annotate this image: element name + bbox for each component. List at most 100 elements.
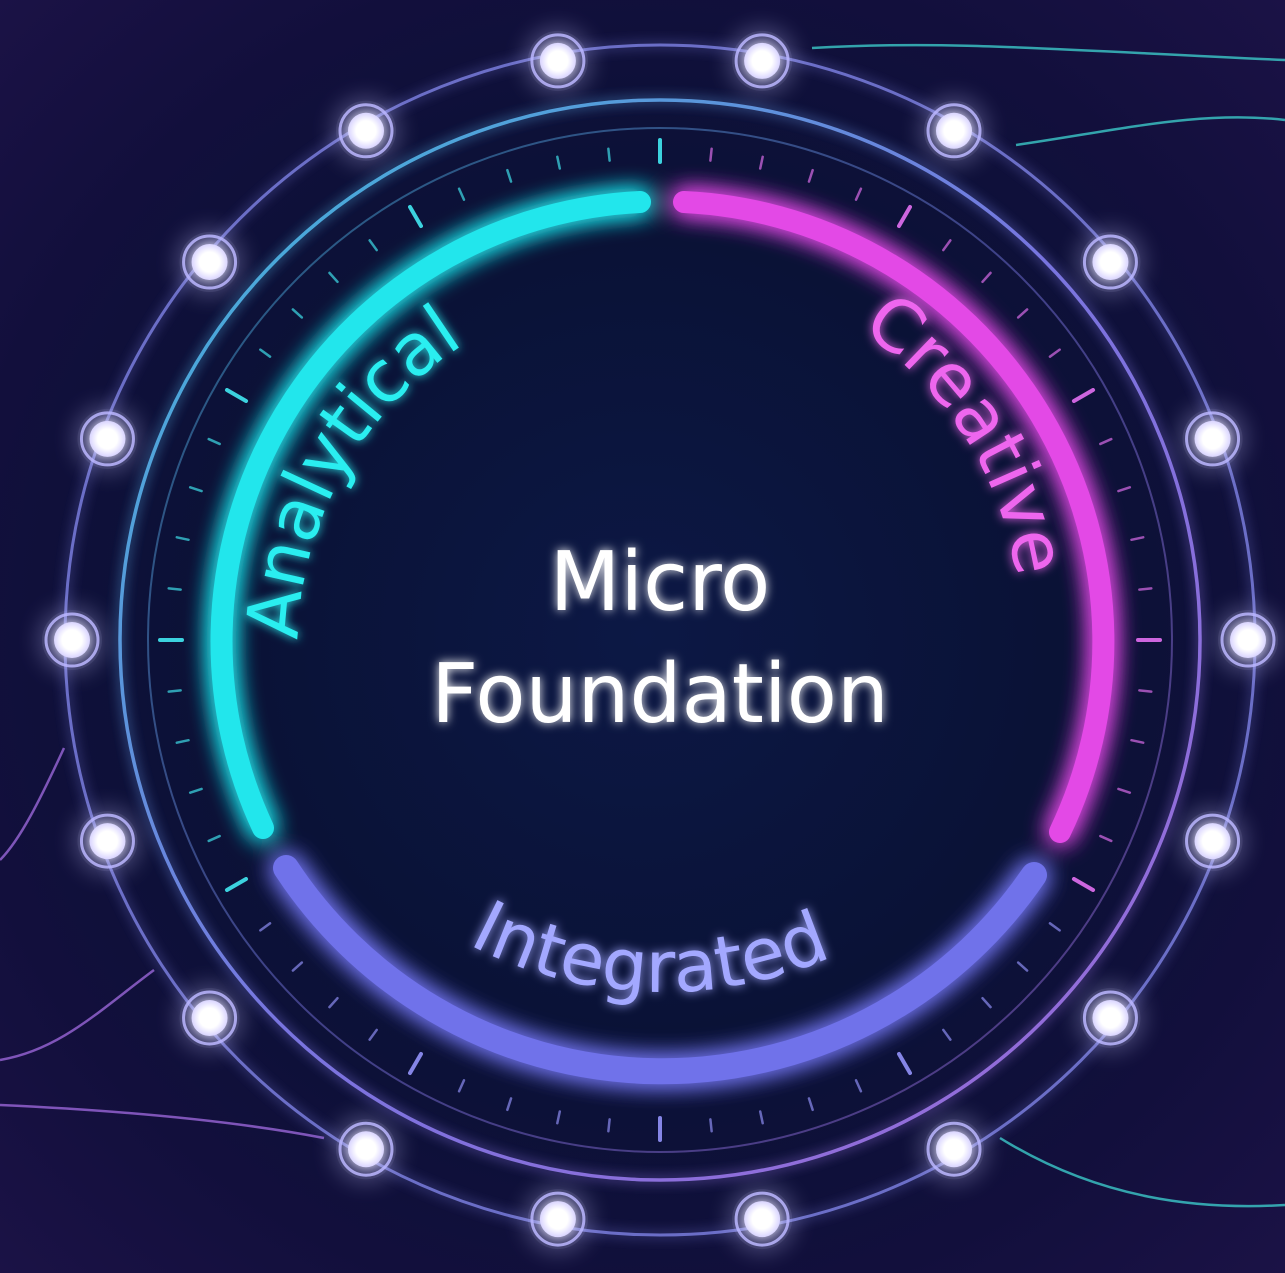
tick-mark — [175, 536, 190, 542]
node-ring — [1185, 411, 1241, 467]
ring-node — [179, 232, 240, 293]
connector-wire — [1015, 116, 1285, 147]
tick-mark — [259, 922, 272, 932]
tick-mark — [291, 961, 304, 972]
tick-mark — [942, 1028, 952, 1041]
ring-node — [77, 811, 138, 872]
node-core — [89, 823, 126, 860]
node-ring — [44, 612, 100, 668]
node-ring — [1220, 612, 1276, 668]
ring-node — [1080, 987, 1141, 1048]
ring-node — [732, 30, 793, 91]
node-core — [1230, 622, 1266, 658]
tick-mark — [897, 1051, 912, 1076]
ring-nodes — [42, 30, 1278, 1250]
ring-node — [1218, 610, 1278, 670]
tick-mark — [1016, 961, 1029, 972]
node-core — [1092, 244, 1129, 281]
node-core — [348, 1131, 384, 1168]
tick-mark — [188, 486, 203, 493]
tick-mark — [556, 155, 562, 170]
center-title: Micro Foundation — [431, 535, 889, 742]
tick-mark — [259, 348, 272, 358]
tick-mark — [1071, 388, 1096, 403]
node-core — [54, 622, 90, 658]
node-core — [89, 420, 126, 457]
tick-mark — [1117, 486, 1132, 493]
node-ring — [79, 411, 135, 467]
ring-node — [924, 100, 984, 161]
tick-mark — [981, 271, 992, 284]
ring-node — [42, 610, 102, 670]
node-core — [936, 112, 972, 149]
tick-mark — [1048, 922, 1061, 932]
node-ring — [338, 103, 394, 159]
tick-mark — [1117, 787, 1132, 794]
integrated-label-text: Integrated — [460, 884, 838, 1009]
tick-mark — [607, 147, 611, 162]
tick-mark — [1099, 437, 1113, 446]
tick-mark — [328, 996, 339, 1009]
node-core — [1194, 823, 1231, 860]
tick-mark — [1138, 689, 1153, 693]
segment-arcs — [210, 191, 1115, 1085]
node-ring — [1082, 234, 1138, 290]
tick-mark — [854, 187, 863, 201]
tick-mark — [709, 1118, 713, 1133]
tick-mark — [408, 204, 423, 229]
tick-mark — [457, 1079, 466, 1093]
connector-wire — [811, 43, 1285, 62]
node-ring — [79, 813, 135, 869]
connector-wires — [0, 43, 1285, 1208]
tick-mark — [556, 1110, 562, 1125]
connector-wire — [0, 968, 155, 1062]
node-ring — [530, 33, 586, 89]
node-core — [1194, 420, 1231, 457]
tick-mark — [368, 239, 378, 252]
tick-mark — [1138, 587, 1153, 591]
tick-mark — [224, 388, 249, 403]
analytical-arc — [210, 191, 651, 839]
tick-mark — [506, 168, 513, 183]
tick-mark — [709, 147, 713, 162]
ring-node — [527, 30, 588, 91]
ring-node — [1080, 232, 1141, 293]
node-core — [539, 1201, 576, 1238]
node-core — [539, 42, 576, 79]
middle-ring — [118, 98, 1202, 1182]
tick-mark — [1130, 536, 1145, 542]
connector-wire — [999, 1136, 1285, 1208]
tick-mark — [188, 787, 203, 794]
tick-mark — [854, 1079, 863, 1093]
outer-ring — [63, 43, 1257, 1237]
node-ring — [1185, 813, 1241, 869]
tick-mark — [224, 877, 249, 892]
tick-mark — [758, 1110, 764, 1125]
tick-mark — [457, 187, 466, 201]
ring-node — [924, 1119, 984, 1180]
node-core — [1092, 999, 1129, 1036]
integrated-arc — [273, 855, 1047, 1085]
tick-mark — [167, 689, 182, 693]
connector-wire — [0, 747, 66, 861]
tick-mark — [506, 1097, 513, 1112]
tick-mark — [807, 1097, 814, 1112]
ring-node — [336, 100, 396, 161]
node-ring — [338, 1121, 394, 1177]
ring-node — [179, 987, 240, 1048]
connector-wire — [0, 1103, 325, 1140]
ring-node — [732, 1189, 793, 1250]
node-ring — [734, 33, 790, 89]
tick-mark — [1016, 308, 1029, 319]
tick-mark — [408, 1051, 423, 1076]
ring-node — [1182, 408, 1243, 469]
tick-mark — [291, 308, 304, 319]
tick-mark — [207, 437, 221, 446]
inner-ring — [147, 127, 1173, 1153]
tick-mark — [1048, 348, 1061, 358]
integrated-label: Integrated — [460, 884, 838, 1009]
node-core — [191, 999, 228, 1036]
node-ring — [182, 990, 238, 1046]
node-core — [936, 1131, 972, 1168]
